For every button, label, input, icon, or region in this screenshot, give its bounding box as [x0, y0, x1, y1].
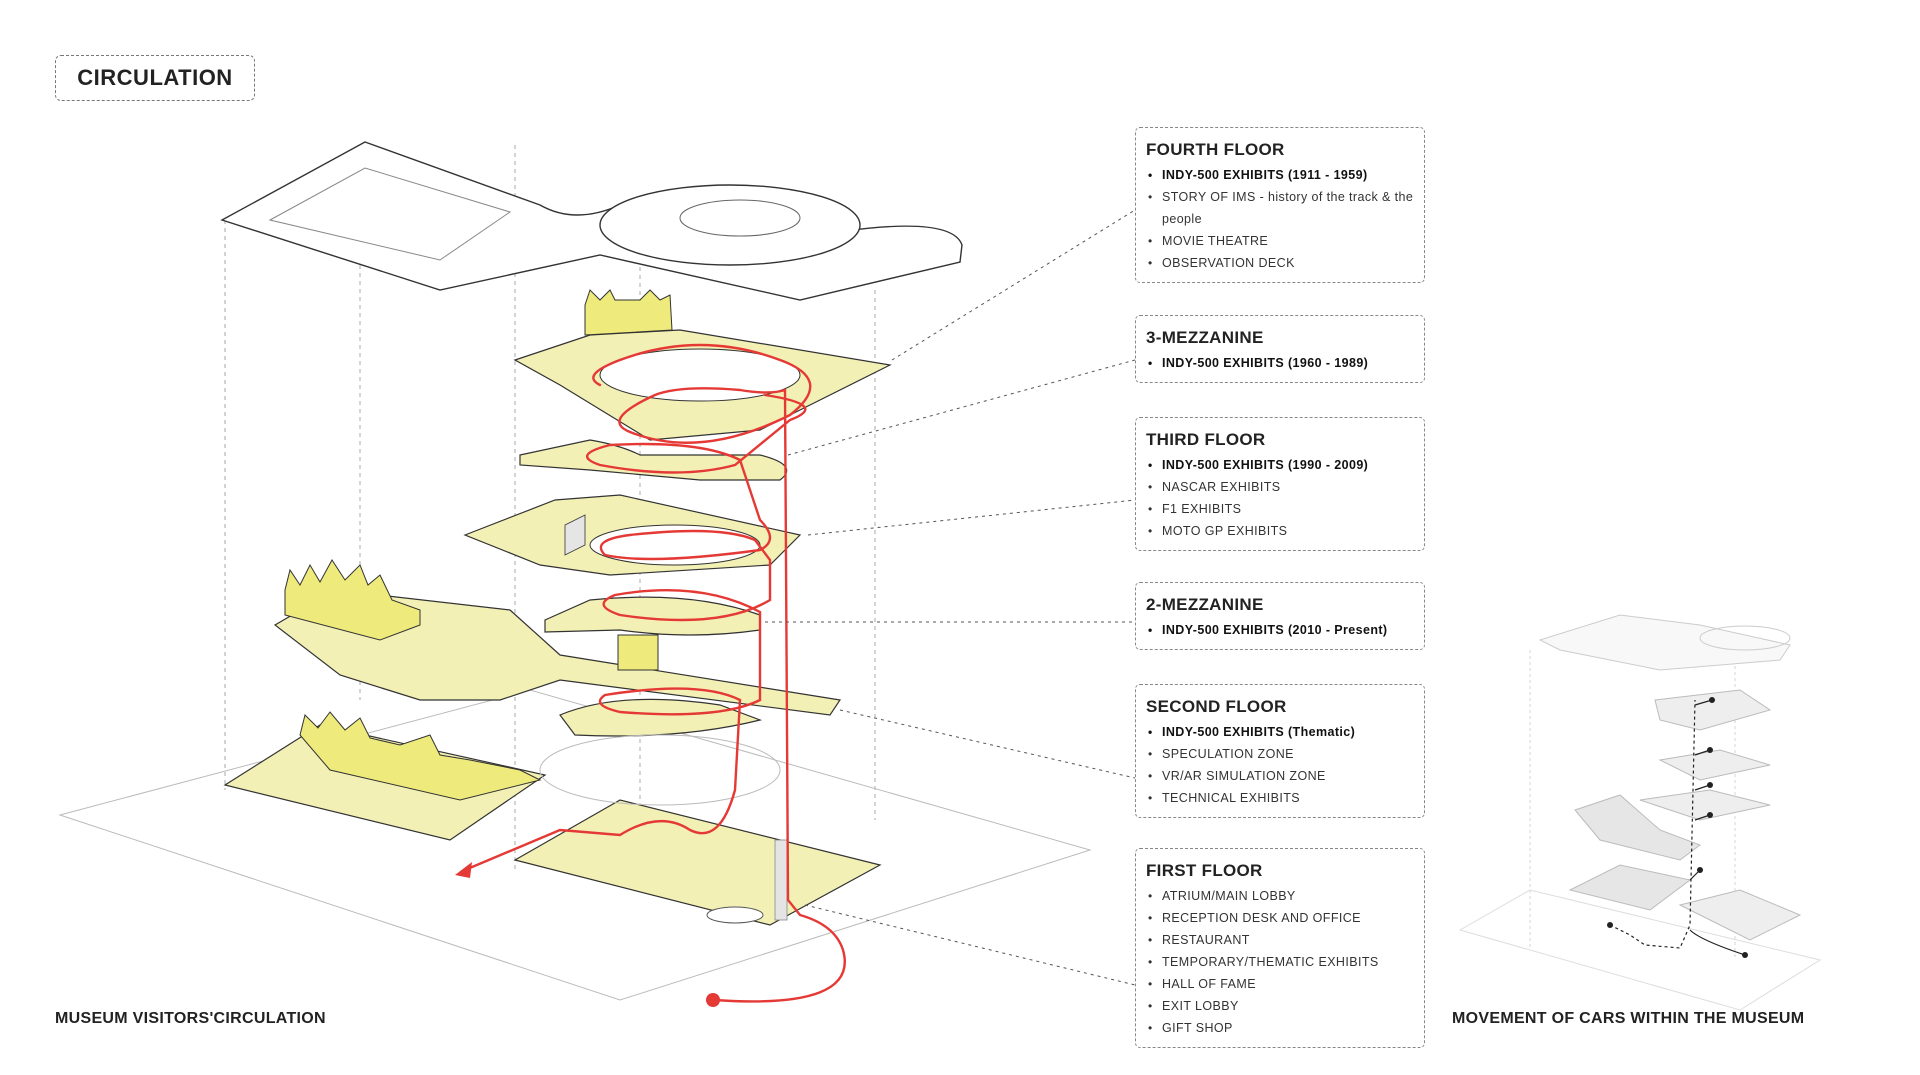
- floor-item-list: INDY-500 EXHIBITS (1960 - 1989): [1146, 352, 1414, 374]
- cars-thumbnail: [1458, 614, 1822, 1011]
- cars-caption: MOVEMENT OF CARS WITHIN THE MUSEUM: [1452, 1010, 1805, 1027]
- floor-item: MOVIE THEATRE: [1146, 230, 1414, 252]
- roof-plate: [220, 141, 963, 301]
- floor-item-list: INDY-500 EXHIBITS (Thematic) SPECULATION…: [1146, 721, 1414, 809]
- floor-item: RESTAURANT: [1146, 929, 1414, 951]
- floor-title: THIRD FLOOR: [1146, 430, 1266, 449]
- floor-box-first: FIRST FLOOR ATRIUM/MAIN LOBBY RECEPTION …: [1135, 848, 1425, 1048]
- floor-item: RECEPTION DESK AND OFFICE: [1146, 907, 1414, 929]
- diagram-title-box: CIRCULATION: [55, 55, 255, 101]
- building-axonometric: [58, 141, 1092, 1007]
- floor-item: OBSERVATION DECK: [1146, 252, 1414, 274]
- fourth-floor-slab: [513, 289, 892, 441]
- exit-arrowhead: [455, 862, 472, 878]
- floor-box-third-mezzanine: 3-MEZZANINE INDY-500 EXHIBITS (1960 - 19…: [1135, 315, 1425, 383]
- floor-item: INDY-500 EXHIBITS (Thematic): [1146, 721, 1414, 743]
- floor-item-list: INDY-500 EXHIBITS (1911 - 1959) STORY OF…: [1146, 164, 1414, 274]
- floor-item: HALL OF FAME: [1146, 973, 1414, 995]
- floor-title: 3-MEZZANINE: [1146, 328, 1264, 347]
- floor-item-list: INDY-500 EXHIBITS (1990 - 2009) NASCAR E…: [1146, 454, 1414, 542]
- diagram-title: CIRCULATION: [77, 65, 233, 90]
- floor-item: INDY-500 EXHIBITS (1911 - 1959): [1146, 164, 1414, 186]
- visitor-start-marker: [706, 993, 720, 1007]
- floor-title: 2-MEZZANINE: [1146, 595, 1264, 614]
- leader-lines: [765, 209, 1136, 986]
- first-floor-slab: [223, 711, 882, 926]
- second-floor-slab: [273, 559, 842, 737]
- floor-item-list: INDY-500 EXHIBITS (2010 - Present): [1146, 619, 1414, 641]
- floor-item: ATRIUM/MAIN LOBBY: [1146, 885, 1414, 907]
- floor-item: INDY-500 EXHIBITS (1960 - 1989): [1146, 352, 1414, 374]
- floor-item: TEMPORARY/THEMATIC EXHIBITS: [1146, 951, 1414, 973]
- ground-plane: [58, 689, 1092, 1001]
- floor-item: STORY OF IMS - history of the track & th…: [1146, 186, 1414, 230]
- floor-title: FOURTH FLOOR: [1146, 140, 1285, 159]
- floor-item: TECHNICAL EXHIBITS: [1146, 787, 1414, 809]
- floor-item: NASCAR EXHIBITS: [1146, 476, 1414, 498]
- floor-item: MOTO GP EXHIBITS: [1146, 520, 1414, 542]
- floor-box-second-mezzanine: 2-MEZZANINE INDY-500 EXHIBITS (2010 - Pr…: [1135, 582, 1425, 650]
- visitor-path: [463, 343, 846, 1003]
- floor-item: INDY-500 EXHIBITS (2010 - Present): [1146, 619, 1414, 641]
- floor-box-fourth: FOURTH FLOOR INDY-500 EXHIBITS (1911 - 1…: [1135, 127, 1425, 283]
- floor-title: SECOND FLOOR: [1146, 697, 1287, 716]
- floor-box-second: SECOND FLOOR INDY-500 EXHIBITS (Thematic…: [1135, 684, 1425, 818]
- floor-item: EXIT LOBBY: [1146, 995, 1414, 1017]
- floor-item: GIFT SHOP: [1146, 1017, 1414, 1039]
- floor-title: FIRST FLOOR: [1146, 861, 1263, 880]
- floor-item-list: ATRIUM/MAIN LOBBY RECEPTION DESK AND OFF…: [1146, 885, 1414, 1039]
- floor-item: INDY-500 EXHIBITS (1990 - 2009): [1146, 454, 1414, 476]
- third-mezzanine-slab: [519, 439, 788, 481]
- floor-item: SPECULATION ZONE: [1146, 743, 1414, 765]
- floor-box-third: THIRD FLOOR INDY-500 EXHIBITS (1990 - 20…: [1135, 417, 1425, 551]
- floor-item: VR/AR SIMULATION ZONE: [1146, 765, 1414, 787]
- floor-item: F1 EXHIBITS: [1146, 498, 1414, 520]
- visitors-caption: MUSEUM VISITORS'CIRCULATION: [55, 1010, 326, 1027]
